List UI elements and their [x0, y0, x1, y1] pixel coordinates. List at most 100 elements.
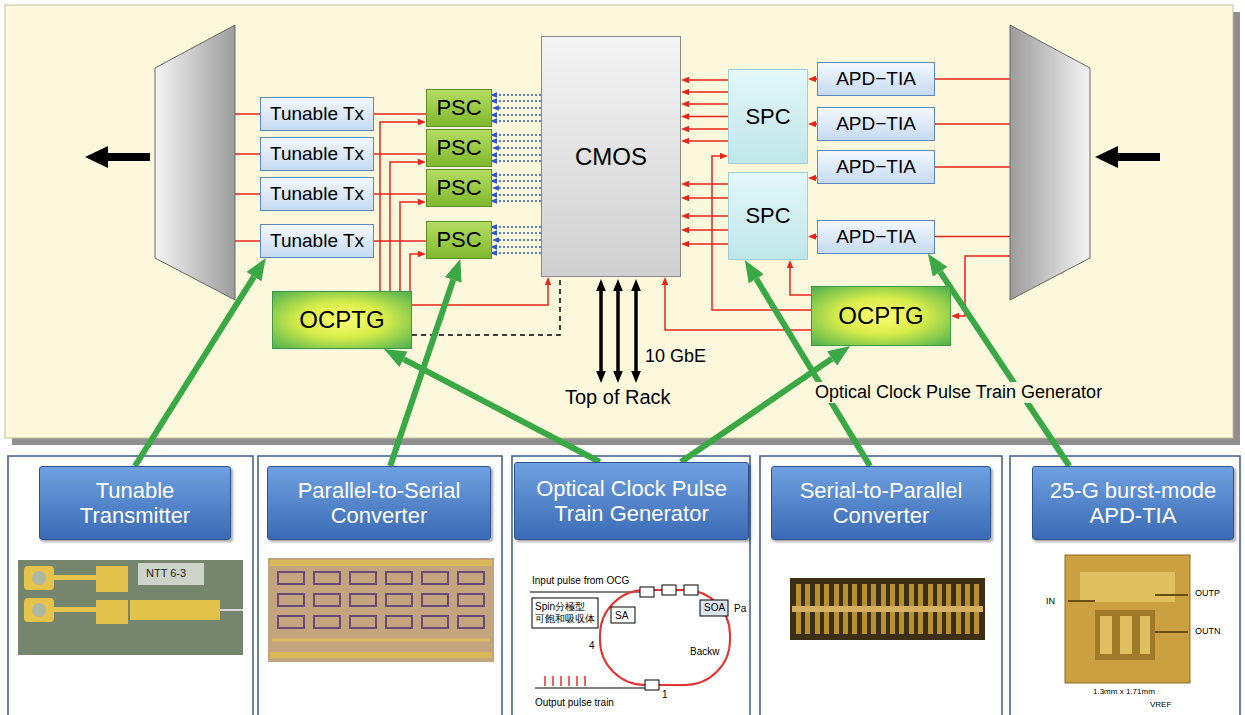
box-label: APD−TIA	[836, 68, 916, 90]
parallel-serial-converter-box: PSC	[426, 89, 492, 127]
transmitter-chip-photo	[220, 609, 243, 611]
parallel-data-wire	[497, 246, 541, 248]
caption-panel	[1010, 456, 1240, 715]
box-label: APD−TIA	[836, 156, 916, 178]
ethernet-arrow	[601, 291, 636, 371]
box-label: Serial-to-Parallel Converter	[780, 478, 982, 529]
optical-wire	[235, 193, 261, 195]
transmitter-chip-photo	[18, 560, 243, 655]
caption-panel	[8, 456, 1240, 715]
signal-wire	[499, 239, 541, 241]
box-label: Parallel-to-Serial Converter	[276, 478, 482, 529]
pin-label: VREF	[1150, 700, 1171, 709]
converter-chip-photo	[278, 572, 304, 584]
parallel-data-wire	[689, 140, 728, 142]
chip-marking: NTT 6-3	[146, 567, 186, 580]
apd-tia-chip-photo	[1140, 616, 1150, 654]
caption-header-box: Serial-to-Parallel Converter	[771, 466, 991, 540]
clock-generator-schematic	[532, 598, 598, 628]
receiver-box: APD−TIA	[817, 150, 935, 184]
transmitter-chip-photo	[32, 571, 46, 585]
converter-chip-photo	[272, 639, 490, 642]
clock-generator-schematic	[530, 592, 640, 593]
callout-arrow	[940, 272, 1069, 466]
caption-header-box: Parallel-to-Serial Converter	[267, 466, 491, 540]
signal-wire	[400, 202, 418, 291]
port-number: 4	[589, 640, 595, 652]
converter-chip-photo	[350, 616, 376, 628]
signal-wire	[412, 277, 560, 335]
converter-chip-photo	[278, 594, 304, 606]
box-label: SPC	[745, 104, 790, 129]
parallel-serial-converter-box: PSC	[426, 129, 492, 167]
transmitter-chip-photo	[54, 575, 96, 580]
system-panel	[5, 5, 1233, 438]
input-arrow	[1095, 146, 1160, 168]
parallel-data-wire	[497, 114, 541, 116]
transmitter-box: Tunable Tx	[260, 97, 374, 131]
ethernet-arrow	[634, 291, 638, 371]
converter-chip-photo	[422, 572, 448, 584]
clock-generator-schematic	[544, 676, 546, 686]
caption-panel	[258, 456, 502, 715]
parallel-data-wire	[497, 200, 541, 202]
signal-label: 10 GbE	[645, 346, 706, 367]
signal-wire	[390, 162, 418, 291]
clock-generator-box: OCPTG	[272, 291, 412, 349]
clock-generator-schematic	[645, 680, 659, 690]
parallel-serial-converter-box: PSC	[426, 221, 492, 259]
clock-generator-schematic	[530, 585, 730, 690]
converter-chip-photo	[278, 616, 304, 628]
parallel-data-wire	[689, 103, 728, 105]
clock-generator-schematic	[662, 585, 676, 595]
apd-tia-chip-photo	[1080, 572, 1175, 602]
converter-chip-photo	[458, 594, 484, 606]
parallel-data-wire	[497, 95, 541, 253]
transmitter-box: Tunable Tx	[260, 224, 374, 258]
transmitter-chip-photo	[138, 563, 204, 585]
clock-generator-schematic	[600, 590, 730, 685]
transmitter-chip-photo	[54, 607, 96, 612]
box-label: PSC	[436, 227, 481, 252]
converter-chip-photo	[422, 594, 448, 606]
clock-generator-box: OCPTG	[811, 286, 951, 346]
serial-parallel-converter-box: SPC	[728, 69, 808, 164]
transmitter-box: Tunable Tx	[260, 177, 374, 211]
optical-wire	[235, 240, 261, 242]
parallel-data-wire	[689, 79, 728, 81]
serial-parallel-converter-box: SPC	[728, 172, 808, 260]
destination-label: Top of Rack	[562, 386, 674, 409]
apd-tia-chip-photo	[1120, 616, 1132, 654]
signal-wire	[665, 285, 811, 330]
pin-label: IN	[1046, 596, 1055, 606]
annotation-label: Optical Clock Pulse Train Generator	[812, 382, 1105, 403]
cmos-chip-box: CMOS	[541, 36, 681, 277]
box-label: Tunable Tx	[270, 183, 364, 205]
clock-generator-schematic	[611, 607, 635, 623]
figure-label: Input pulse from OCG	[532, 575, 629, 587]
receiver-box: APD−TIA	[817, 62, 935, 96]
parallel-data-wire	[689, 128, 728, 130]
ethernet-arrow	[616, 291, 620, 371]
transmitter-chip-photo	[96, 600, 128, 624]
apd-tia-chip-photo	[1095, 610, 1155, 660]
box-label: APD−TIA	[836, 226, 916, 248]
callout-arrow	[135, 277, 254, 466]
receiver-converter-chip-photo	[792, 606, 983, 612]
optical-wire	[935, 123, 1010, 125]
figure-label: Spin分極型 可飽和吸収体	[535, 601, 597, 624]
parallel-data-wire	[689, 183, 728, 185]
transmitter-chip-photo	[24, 566, 54, 590]
transmitter-chip-photo	[32, 603, 46, 617]
signal-wire	[689, 116, 728, 118]
figure-label: Backw	[690, 646, 719, 658]
parallel-data-wire	[689, 197, 728, 199]
component-label: SOA	[704, 602, 725, 614]
apd-tia-chip-photo	[1065, 555, 1190, 683]
figure-label: Pa	[734, 603, 746, 615]
caption-panel	[760, 456, 1002, 715]
converter-chip-photo	[314, 572, 340, 584]
